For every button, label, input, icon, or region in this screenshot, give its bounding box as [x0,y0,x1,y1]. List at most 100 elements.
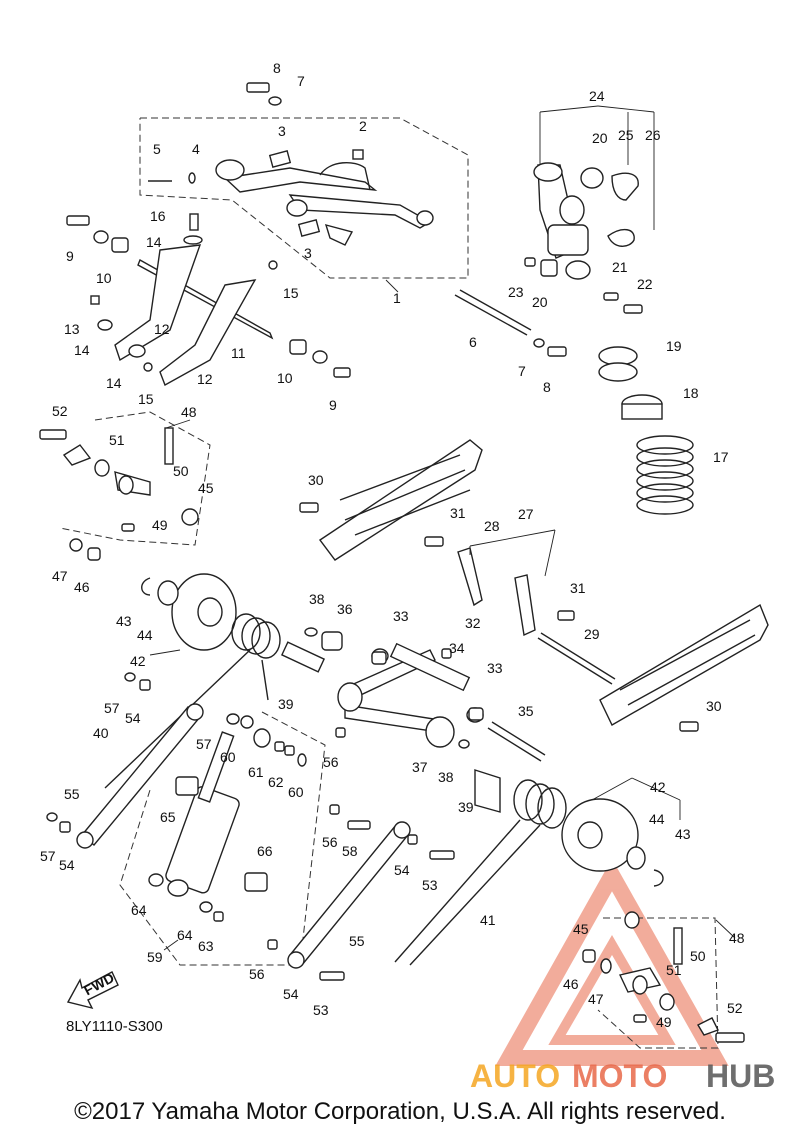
callout-56c: 56 [249,966,265,982]
callout-50b: 50 [690,948,706,964]
callout-57b: 57 [196,736,212,752]
callout-12b: 12 [197,371,213,387]
callout-56: 56 [323,754,339,770]
callout-labels: 8 7 3 2 5 4 24 20 25 26 9 16 14 3 10 15 … [40,60,745,1030]
callout-62: 62 [268,774,284,790]
callout-14: 14 [146,234,162,250]
slide-rail-frames [318,439,769,726]
callout-47b: 47 [588,991,604,1007]
callout-4: 4 [192,141,200,157]
callout-10b: 10 [277,370,293,386]
front-arm-assembly [280,627,546,813]
front-shock-absorber [148,728,271,913]
callout-46b: 46 [563,976,579,992]
callout-26: 26 [645,127,661,143]
callout-9b: 9 [329,397,337,413]
callout-64b: 64 [177,927,193,943]
callout-46: 46 [74,579,90,595]
callout-55: 55 [64,786,80,802]
callout-54d: 54 [283,986,299,1002]
callout-30b: 30 [706,698,722,714]
callout-45: 45 [198,480,214,496]
callout-34: 34 [449,640,465,656]
callout-51: 51 [109,432,125,448]
callout-42: 42 [130,653,146,669]
callout-20: 20 [592,130,608,146]
callout-1: 1 [393,290,401,306]
callout-53: 53 [422,877,438,893]
callout-39b: 39 [458,799,474,815]
top-bolts [66,82,567,378]
diagram-code: 8LY1110-S300 [66,1018,163,1035]
callout-32: 32 [465,615,481,631]
callout-54c: 54 [394,862,410,878]
callout-57c: 57 [40,848,56,864]
right-bracket-group [582,911,745,1043]
callout-63: 63 [198,938,214,954]
rear-shock-absorber [524,162,694,515]
callout-44: 44 [137,627,153,643]
callout-52b: 52 [727,1000,743,1016]
callout-44b: 44 [649,811,665,827]
callout-55b: 55 [349,933,365,949]
callout-65: 65 [160,809,176,825]
callout-43b: 43 [675,826,691,842]
callout-56b: 56 [322,834,338,850]
callout-24: 24 [589,88,605,104]
callout-25: 25 [618,127,634,143]
callout-3: 3 [278,123,286,139]
callout-10: 10 [96,270,112,286]
callout-22: 22 [637,276,653,292]
callout-2: 2 [359,118,367,134]
callout-49: 49 [152,517,168,533]
left-bracket-group [39,427,199,561]
callout-11: 11 [231,345,246,361]
callout-59: 59 [147,949,163,965]
callout-31b: 31 [570,580,586,596]
callout-48b: 48 [729,930,745,946]
upper-arm-assembly [148,149,434,246]
callout-20b: 20 [532,294,548,310]
callout-12: 12 [154,321,170,337]
callout-18: 18 [683,385,699,401]
callout-7b: 7 [518,363,526,379]
callout-19: 19 [666,338,682,354]
callout-21: 21 [612,259,628,275]
callout-33b: 33 [487,660,503,676]
callout-14b: 14 [74,342,90,358]
callout-15: 15 [283,285,299,301]
callout-35: 35 [518,703,534,719]
callout-54: 54 [125,710,141,726]
callout-38: 38 [309,591,325,607]
callout-27: 27 [518,506,534,522]
fwd-arrow-icon: FWD [66,969,119,1010]
callout-51b: 51 [666,962,682,978]
watermark-hub: HUB [706,1058,775,1094]
callout-41: 41 [480,912,496,928]
callout-15b: 15 [138,391,154,407]
callout-53b: 53 [313,1002,329,1018]
watermark-auto: AUTO [470,1058,560,1094]
callout-5: 5 [153,141,161,157]
callout-43: 43 [116,613,132,629]
callout-3b: 3 [304,245,312,261]
assembly-outlines [59,117,719,1049]
callout-42b: 42 [650,779,666,795]
link-bars [76,703,411,969]
callout-9: 9 [66,248,74,264]
shock-spring [636,435,694,515]
callout-38b: 38 [438,769,454,785]
callout-57: 57 [104,700,120,716]
callout-66: 66 [257,843,273,859]
callout-8b: 8 [543,379,551,395]
callout-47: 47 [52,568,68,584]
callout-36: 36 [337,601,353,617]
callout-61: 61 [248,764,264,780]
callout-33: 33 [393,608,409,624]
callout-60: 60 [220,749,236,765]
center-bracket [299,502,699,732]
callout-54b: 54 [59,857,75,873]
callout-29: 29 [584,626,600,642]
callout-13: 13 [64,321,80,337]
